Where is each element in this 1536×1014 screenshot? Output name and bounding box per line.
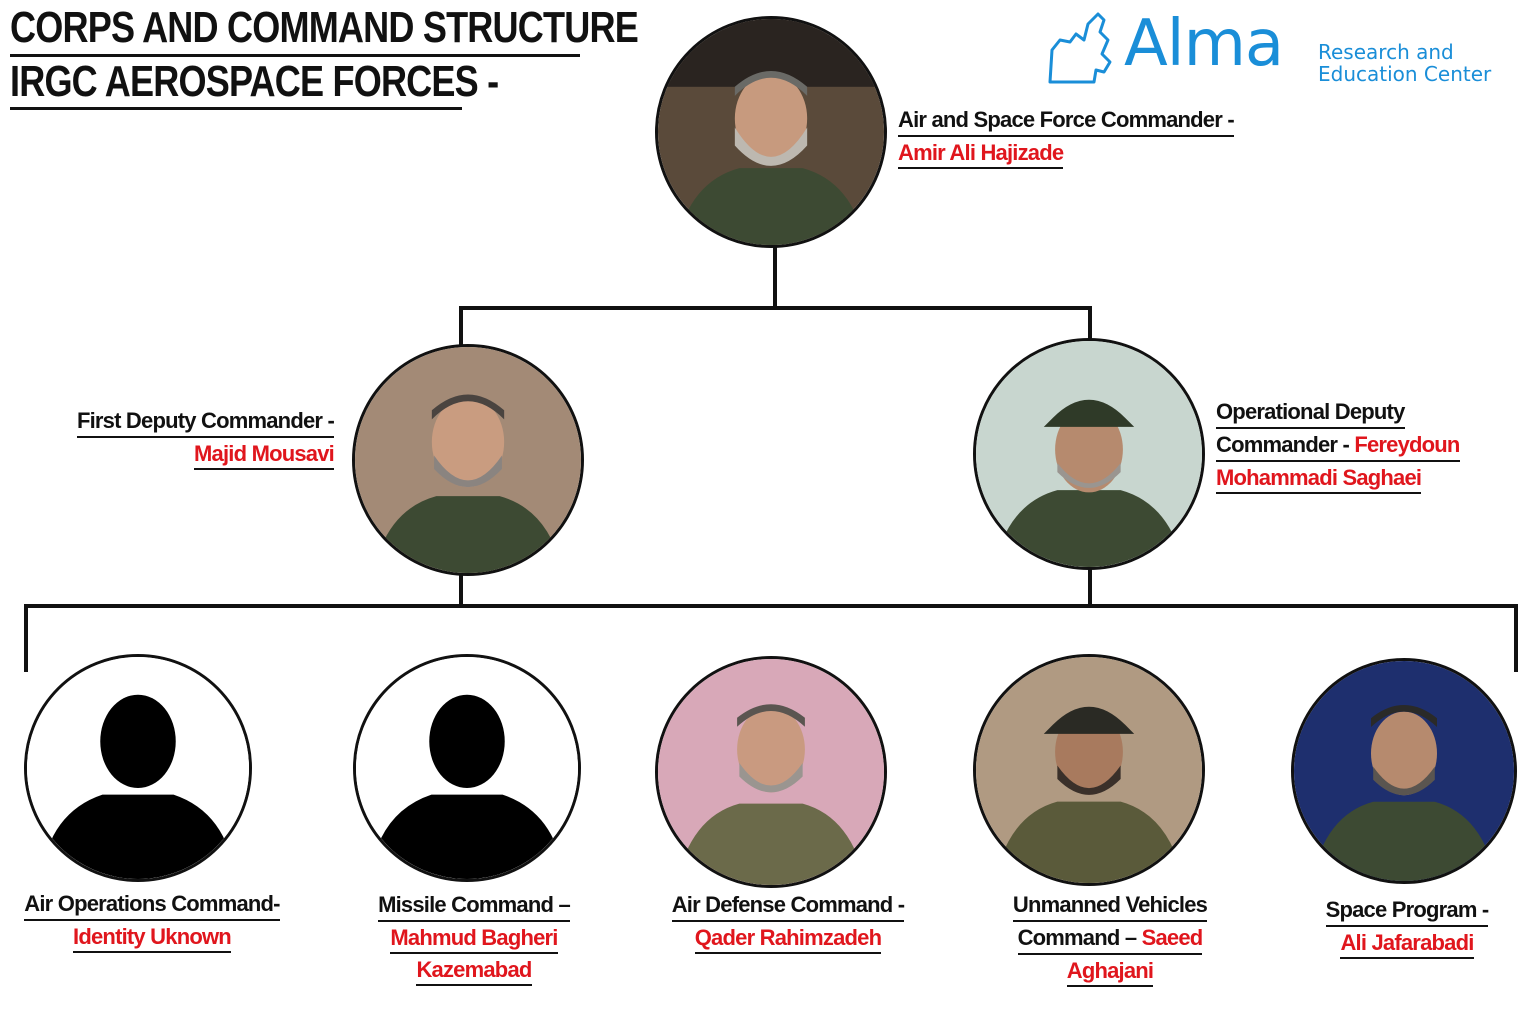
portrait-top-commander <box>655 16 887 248</box>
label-unmanned-vehicles: Unmanned Vehicles Command – Saeed Aghaja… <box>960 889 1260 987</box>
operational-deputy-name-1: Fereydoun <box>1354 432 1459 457</box>
label-air-operations: Air Operations Command- Identity Uknown <box>2 888 302 953</box>
portrait-air-operations <box>24 654 252 882</box>
person-photo-icon <box>355 347 581 573</box>
person-photo-icon <box>976 657 1202 883</box>
missile-command-role: Missile Command – <box>378 891 570 922</box>
person-photo-icon <box>976 341 1202 567</box>
person-photo-icon <box>1294 661 1514 881</box>
person-photo-icon <box>658 659 884 885</box>
top-commander-role: Air and Space Force Commander - <box>898 106 1234 137</box>
label-space-program: Space Program - Ali Jafarabadi <box>1262 894 1536 959</box>
label-first-deputy: First Deputy Commander - Majid Mousavi <box>30 405 334 470</box>
unmanned-vehicles-role-1: Unmanned Vehicles <box>1013 891 1207 922</box>
unmanned-vehicles-role-2: Command – <box>1018 925 1142 950</box>
missile-command-name-2: Kazemabad <box>416 956 531 986</box>
unmanned-vehicles-name-1: Saeed <box>1142 925 1203 950</box>
missile-command-name-1: Mahmud Bagheri <box>390 924 557 954</box>
first-deputy-role: First Deputy Commander - <box>77 407 334 438</box>
label-top-commander: Air and Space Force Commander - Amir Ali… <box>898 104 1234 169</box>
silhouette-icon <box>356 657 578 879</box>
first-deputy-name: Majid Mousavi <box>194 440 334 470</box>
portrait-unmanned-vehicles <box>973 654 1205 886</box>
space-program-name: Ali Jafarabadi <box>1340 929 1473 959</box>
operational-deputy-role-2: Commander - <box>1216 432 1354 457</box>
portrait-first-deputy <box>352 344 584 576</box>
air-operations-name: Identity Uknown <box>73 923 231 953</box>
operational-deputy-name-2: Mohammadi Saghaei <box>1216 464 1421 494</box>
label-missile-command: Missile Command – Mahmud Bagheri Kazemab… <box>326 889 622 986</box>
air-operations-role: Air Operations Command- <box>24 890 279 921</box>
air-defense-name: Qader Rahimzadeh <box>695 924 881 954</box>
air-defense-role: Air Defense Command - <box>672 891 905 922</box>
unmanned-vehicles-name-2: Aghajani <box>1067 957 1154 987</box>
top-commander-name: Amir Ali Hajizade <box>898 139 1063 169</box>
silhouette-icon <box>27 657 249 879</box>
portrait-air-defense <box>655 656 887 888</box>
label-air-defense: Air Defense Command - Qader Rahimzadeh <box>640 889 936 954</box>
operational-deputy-role-1: Operational Deputy <box>1216 398 1405 429</box>
portrait-space-program <box>1291 658 1517 884</box>
space-program-role: Space Program - <box>1326 896 1489 927</box>
person-photo-icon <box>658 19 884 245</box>
portrait-operational-deputy <box>973 338 1205 570</box>
portrait-missile-command <box>353 654 581 882</box>
label-operational-deputy: Operational Deputy Commander - Fereydoun… <box>1216 396 1460 494</box>
